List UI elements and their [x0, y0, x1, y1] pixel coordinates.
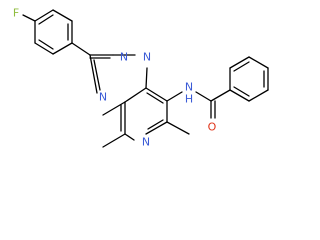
carbonyl-phenyl-bond [210, 89, 231, 102]
fluorophenyl-ring [34, 9, 73, 55]
nitrogen-atom-4: N [99, 91, 107, 104]
nitrogen-atom-2: N [143, 51, 151, 64]
methyl-right [166, 121, 190, 135]
cf-bond [22, 14, 36, 22]
fluorine-atom: F [13, 7, 19, 20]
carbonyl-oxygen: O [208, 121, 217, 134]
aryl-triazine-bond [71, 42, 91, 56]
nh-carbonyl-bond [195, 91, 212, 102]
amide-hydrogen: H [185, 93, 193, 106]
molecule-structure: F N N N N N H O [12, 6, 269, 149]
methyl-left [102, 133, 126, 148]
triazine-ring [89, 54, 148, 103]
amide-nitrogen: N [185, 81, 193, 94]
ring-nh-bond [166, 91, 183, 102]
molecule-drawing: F N N N N N H O [13, 7, 269, 149]
benzoyl-ring [229, 56, 269, 102]
pyridine-ring [102, 87, 168, 141]
nitrogen-atom-6: N [142, 136, 150, 149]
nitrogen-atom-1: N [120, 51, 128, 64]
